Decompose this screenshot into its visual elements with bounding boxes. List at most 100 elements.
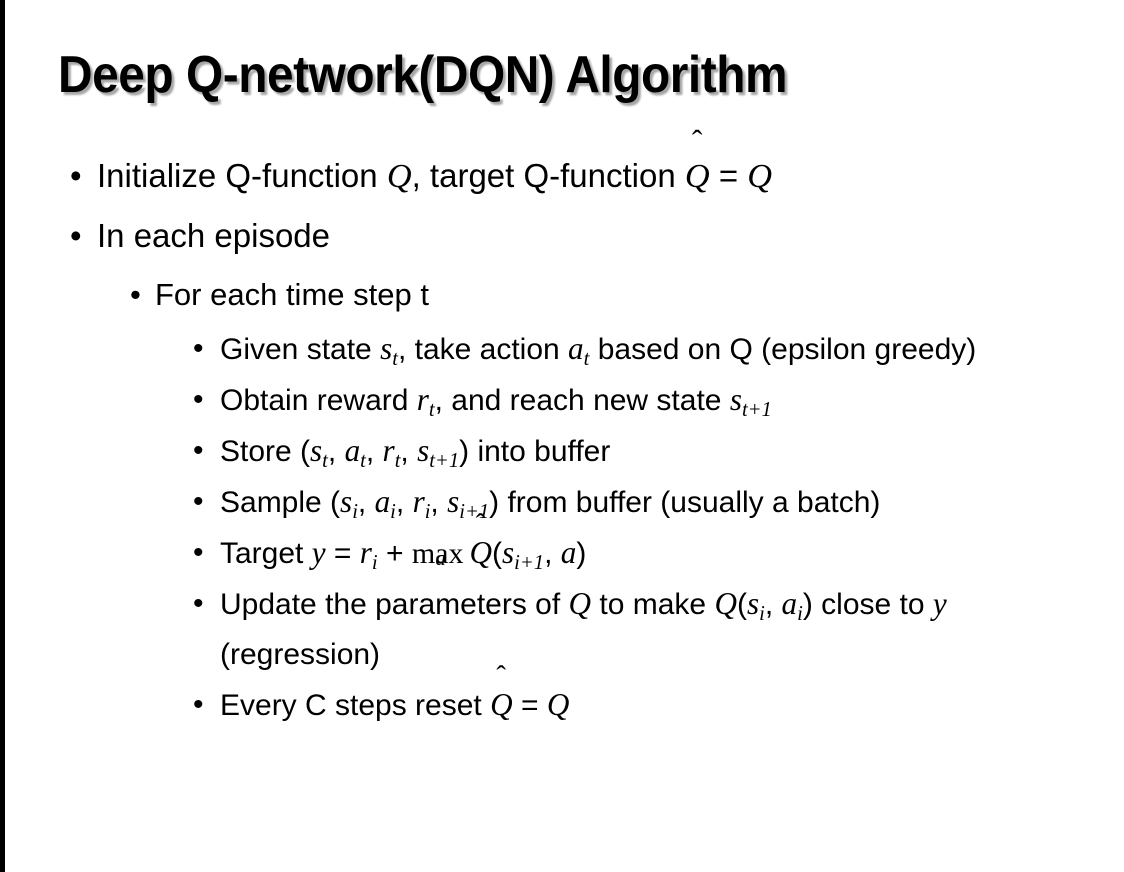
circumflex-accent-icon: ˆ <box>475 508 486 541</box>
subscript: i <box>371 552 378 575</box>
subscript: i <box>759 603 765 626</box>
max-operator-subscript: a <box>435 546 446 571</box>
text-run: Sample ( <box>220 486 341 519</box>
bullet-item-level-3: • Sample (si, ai, ri, si+1) from buffer (… <box>0 477 1124 528</box>
text-run: = <box>709 157 748 194</box>
bullet-item-text: Store (st, at, rt, st+1) into buffer <box>220 426 1094 477</box>
math-symbol-subscript: rt <box>382 433 401 473</box>
slide-body-list: •Initialize Q-function Q, target Q-funct… <box>0 124 1124 731</box>
text-run: Update the parameters of <box>220 588 569 621</box>
circumflex-accent-icon: ˆ <box>691 124 703 160</box>
bullet-marker-icon: • <box>193 485 204 518</box>
text-run: ) <box>576 537 587 570</box>
subscript: t <box>394 450 401 473</box>
bullet-item-text: Obtain reward rt, and reach new state st… <box>220 375 1094 426</box>
subscript: i+1 <box>514 552 545 575</box>
bullet-marker-icon: • <box>193 434 204 467</box>
text-run: ) close to <box>802 588 933 621</box>
subscript: i <box>424 501 431 524</box>
math-symbol-subscript: st+1 <box>417 433 460 473</box>
text-run: + <box>377 537 412 570</box>
bullet-marker-icon: • <box>193 536 204 569</box>
subscript: t <box>392 348 398 371</box>
math-symbol-subscript: si <box>340 484 358 524</box>
math-symbol: y <box>932 586 947 621</box>
bullet-item-text: Update the parameters of Q to make Q(si,… <box>220 579 1094 680</box>
text-run: For each time step t <box>155 277 429 312</box>
text-run: ( <box>492 537 503 570</box>
bullet-item-text: For each time step t <box>155 266 1124 324</box>
math-symbol-subscript: at <box>344 433 366 473</box>
bullet-marker-icon: • <box>193 688 204 721</box>
text-run: , and reach new state <box>434 384 730 417</box>
subscript: i+1 <box>459 501 490 524</box>
bullet-marker-icon: • <box>193 383 204 416</box>
math-symbol: y <box>311 535 326 570</box>
math-symbol: Q <box>546 687 570 722</box>
bullet-item-level-1: • In each episode <box>0 206 1124 266</box>
bullet-item-level-3: •Update the parameters of Q to make Q(si… <box>0 579 1124 680</box>
math-symbol-subscript: si+1 <box>447 484 490 524</box>
bullet-marker-icon: • <box>70 157 82 194</box>
text-run: to make <box>591 588 715 621</box>
math-symbol: Q <box>714 586 737 621</box>
subscript: t <box>322 450 328 473</box>
slide-title: Deep Q-network(DQN) Algorithm <box>58 46 788 104</box>
slide-left-edge-bar <box>0 0 5 872</box>
subscript: i <box>797 603 803 626</box>
math-symbol: Q <box>386 157 412 195</box>
math-symbol: a <box>560 535 577 570</box>
bullet-item-level-2: • For each time step t <box>0 266 1124 324</box>
text-run: Store ( <box>220 435 311 468</box>
math-symbol-subscript: ai <box>781 586 803 626</box>
math-symbol-subscript: st+1 <box>729 382 772 422</box>
bullet-item-text: Given state st, take action at based on … <box>220 324 1094 375</box>
text-run: , target Q-function <box>411 157 685 194</box>
text-run: ( <box>736 588 747 621</box>
text-run: Initialize Q-function <box>97 157 387 194</box>
text-run: , take action <box>397 333 569 366</box>
subscript: i <box>352 501 358 524</box>
math-symbol-subscript: ri <box>359 535 378 575</box>
bullet-marker-icon: • <box>193 587 204 620</box>
text-run: Every C steps reset <box>220 689 491 722</box>
math-symbol-subscript: ri <box>412 484 431 524</box>
math-symbol: Q <box>747 157 773 195</box>
text-run: , <box>400 435 418 468</box>
bullet-item-text: In each episode <box>97 206 1124 266</box>
math-symbol-subscript: si <box>746 586 765 626</box>
bullet-marker-icon: • <box>130 277 141 312</box>
subscript: t <box>360 450 366 473</box>
bullet-marker-icon: • <box>193 332 204 365</box>
bullet-item-text: Sample (si, ai, ri, si+1) from buffer (u… <box>220 477 1094 528</box>
text-run: , <box>395 486 413 519</box>
text-run: In each episode <box>97 217 331 254</box>
subscript: t <box>428 399 435 422</box>
math-symbol-subscript: at <box>568 331 590 371</box>
bullet-item-level-3: •Given state st, take action at based on… <box>0 324 1124 375</box>
math-symbol: Q <box>568 586 592 621</box>
text-run: , <box>327 435 345 468</box>
text-run: ) into buffer <box>459 435 611 468</box>
text-run: , <box>544 537 561 570</box>
bullet-marker-icon: • <box>70 217 82 254</box>
math-symbol-subscript: st <box>310 433 328 473</box>
bullet-item-level-1: •Initialize Q-function Q, target Q-funct… <box>0 124 1124 206</box>
text-run: , <box>365 435 383 468</box>
text-run: = <box>325 537 360 570</box>
text-run: , <box>764 588 782 621</box>
math-symbol-subscript: si+1 <box>502 535 545 575</box>
text-run: , <box>357 486 375 519</box>
math-symbol-subscript: rt <box>416 382 435 422</box>
subscript: t+1 <box>429 450 460 473</box>
circumflex-accent-icon: ˆ <box>496 660 506 693</box>
